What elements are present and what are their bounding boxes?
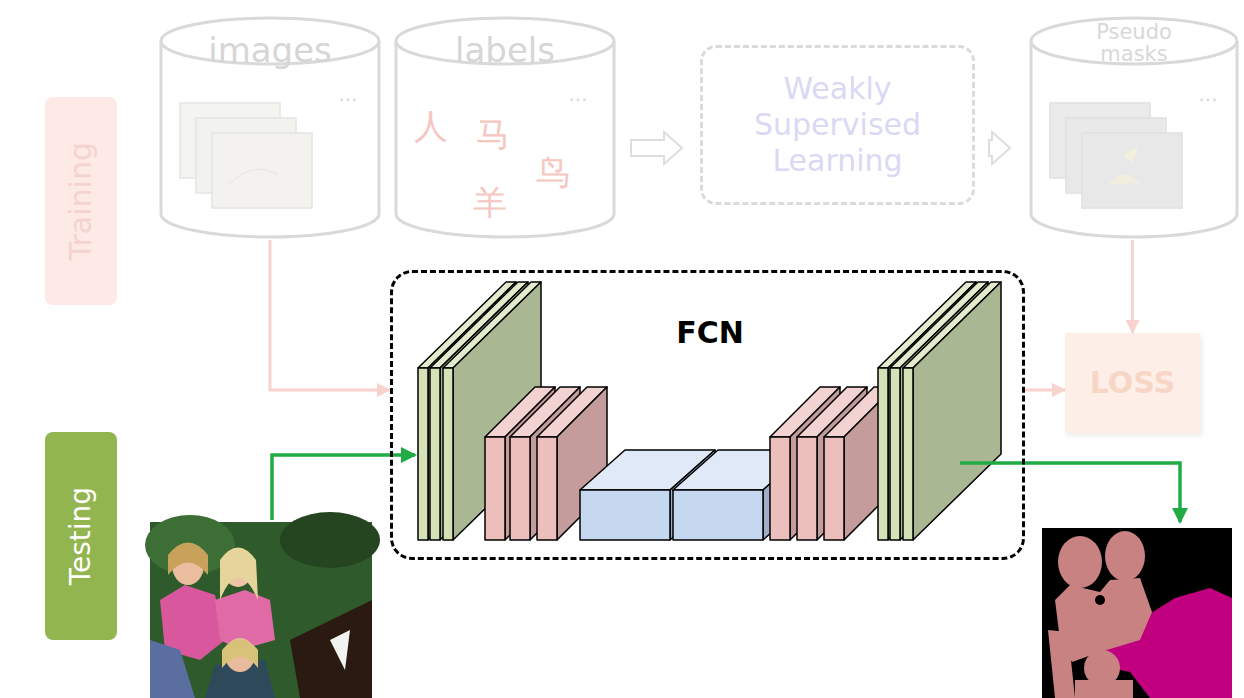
training-band: Training (45, 97, 117, 305)
fcn-layers (418, 282, 1001, 540)
hollow-arrow (989, 132, 1010, 164)
flow-arrow (1131, 240, 1134, 333)
node-text: 羊 (473, 183, 507, 222)
node-label: Pseudo masks (1078, 21, 1190, 65)
node-text: 马 (476, 115, 510, 154)
node-label: LOSS (1090, 366, 1175, 401)
node-text: 人 (414, 107, 448, 146)
input-arrow (272, 455, 415, 520)
labels-cylinder: labels人马鸟羊... (393, 15, 617, 240)
process-box: Weakly Supervised Learning (700, 45, 975, 205)
hollow-arrow (631, 132, 682, 164)
flow-arrow (1025, 389, 1065, 392)
output-mask (1042, 528, 1232, 698)
flow-arrow (270, 240, 390, 390)
output-arrow (960, 463, 1180, 522)
node-label: Training (64, 142, 99, 260)
fcn-box: FCN (390, 270, 1025, 560)
node-text: ... (338, 83, 357, 106)
testing-band: Testing (45, 432, 117, 640)
input-photo (145, 512, 380, 698)
node-label: Weakly Supervised Learning (713, 71, 963, 179)
pseudo-masks-cylinder: Pseudo masks... (1028, 15, 1240, 240)
node-text: 鸟 (536, 153, 570, 192)
node-label: Testing (65, 487, 97, 585)
images-cylinder: images... (158, 15, 382, 240)
node-label: labels (455, 31, 555, 70)
node-label: FCN (676, 316, 744, 351)
loss-box: LOSS (1065, 333, 1200, 433)
node-text: ... (568, 83, 587, 106)
node-label: images (208, 31, 332, 70)
node-text: ... (1198, 83, 1217, 106)
